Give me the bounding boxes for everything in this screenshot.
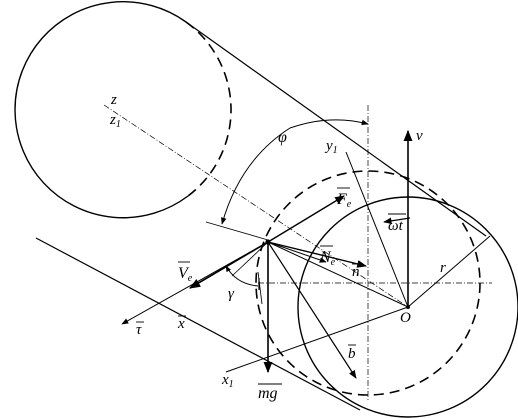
label-x: x	[177, 316, 185, 332]
label-mg: mg	[258, 385, 278, 402]
label-x1: x1	[221, 372, 234, 390]
b-vector	[267, 241, 357, 379]
back-circle-dashed	[185, 21, 232, 197]
label-r: r	[440, 260, 446, 276]
ve-vector	[189, 241, 269, 289]
cylinder-top-edge	[185, 21, 487, 237]
radius-line	[407, 235, 491, 308]
label-omega-t: ωt	[388, 218, 404, 234]
label-gamma: γ	[228, 286, 235, 302]
origin-point	[406, 305, 410, 309]
phi-reference-line	[205, 221, 269, 241]
ne-vector	[267, 241, 367, 268]
label-Ne: Ne	[319, 249, 336, 268]
x-direction	[231, 241, 269, 277]
fe-vector	[267, 195, 345, 243]
label-n: n	[352, 264, 360, 280]
n-vector	[267, 241, 327, 263]
label-z: z	[110, 92, 117, 108]
back-circle-solid	[14, 1, 189, 219]
omega-t-arc-arrow	[383, 217, 411, 225]
phi-arc	[221, 119, 369, 225]
cylinder-axis	[103, 104, 409, 308]
gamma-reference-line	[257, 271, 263, 305]
gamma-arc	[225, 265, 259, 287]
cylinder-bottom-edge	[35, 237, 361, 411]
label-y1: y1	[324, 138, 338, 156]
label-phi: φ	[278, 129, 287, 146]
label-tau: τ	[136, 322, 142, 338]
x1-axis	[225, 306, 409, 373]
label-z1: z1	[109, 112, 121, 130]
label-b: b	[348, 346, 356, 362]
label-v: v	[416, 128, 423, 144]
label-O: O	[400, 310, 411, 326]
label-Fe: Fe	[336, 191, 352, 210]
p-to-o-line	[267, 241, 409, 308]
label-Ve: Ve	[178, 265, 193, 284]
